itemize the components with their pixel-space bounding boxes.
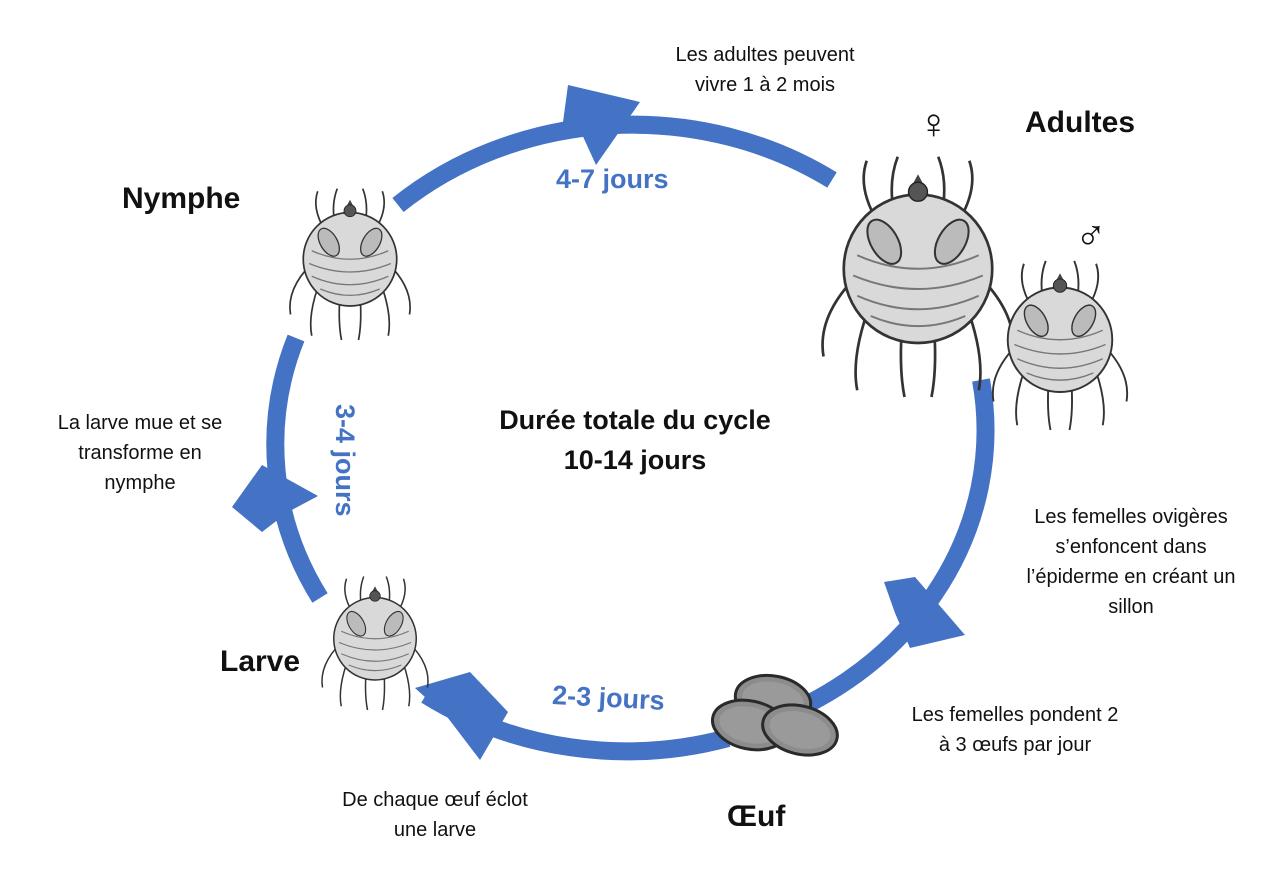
stage-label-adults: Adultes [1025, 106, 1136, 139]
male-symbol-icon: ♂ [1075, 210, 1107, 257]
note-line: sillon [1108, 596, 1154, 618]
duration-egg-to-larva: 2-3 jours [551, 680, 666, 716]
note-line: transforme en [78, 442, 202, 464]
arrow-bottom [415, 672, 508, 760]
stage-label-egg: Œuf [727, 800, 786, 833]
note-eggs-laid: Les femelles pondent 2 à 3 œufs par jour [880, 700, 1150, 760]
arc-larva-to-nymph [266, 334, 328, 603]
center-line-2: 10-14 jours [563, 445, 707, 475]
center-title: Durée totale du cycle 10-14 jours [470, 400, 800, 480]
female-symbol-icon: ♀ [918, 100, 950, 147]
stage-label-larva: Larve [220, 645, 301, 678]
note-larva-molt: La larve mue et se transforme en nymphe [30, 408, 250, 498]
note-line: l’épiderme en créant un [1026, 566, 1236, 588]
arrow-right [884, 577, 965, 648]
note-adults-life: Les adultes peuvent vivre 1 à 2 mois [640, 40, 890, 100]
note-line: nymphe [104, 472, 176, 494]
note-egg-hatch: De chaque œuf éclot une larve [310, 785, 560, 845]
note-line: s’enfoncent dans [1055, 536, 1207, 558]
note-line: La larve mue et se [57, 412, 223, 434]
center-line-1: Durée totale du cycle [499, 405, 771, 435]
note-line: Les femelles pondent 2 [911, 704, 1119, 726]
note-line: vivre 1 à 2 mois [694, 74, 836, 96]
note-line: une larve [393, 819, 477, 841]
note-female-burrow: Les femelles ovigères s’enfoncent dans l… [996, 502, 1266, 622]
mite-icon [321, 575, 429, 711]
egg-icon [706, 668, 845, 764]
duration-larva-to-nymph: 3-4 jours [330, 404, 360, 517]
stage-label-nymph: Nymphe [122, 182, 241, 215]
mite-icon [991, 259, 1129, 431]
mite-icon [821, 155, 1015, 399]
note-line: De chaque œuf éclot [342, 789, 528, 811]
arrow-left [232, 465, 318, 532]
arrow-top [563, 85, 640, 165]
note-line: à 3 œufs par jour [938, 734, 1092, 756]
mite-icon [289, 187, 411, 341]
note-line: Les femelles ovigères [1034, 506, 1228, 528]
duration-nymph-to-adult: 4-7 jours [556, 164, 669, 194]
note-line: Les adultes peuvent [675, 44, 855, 66]
